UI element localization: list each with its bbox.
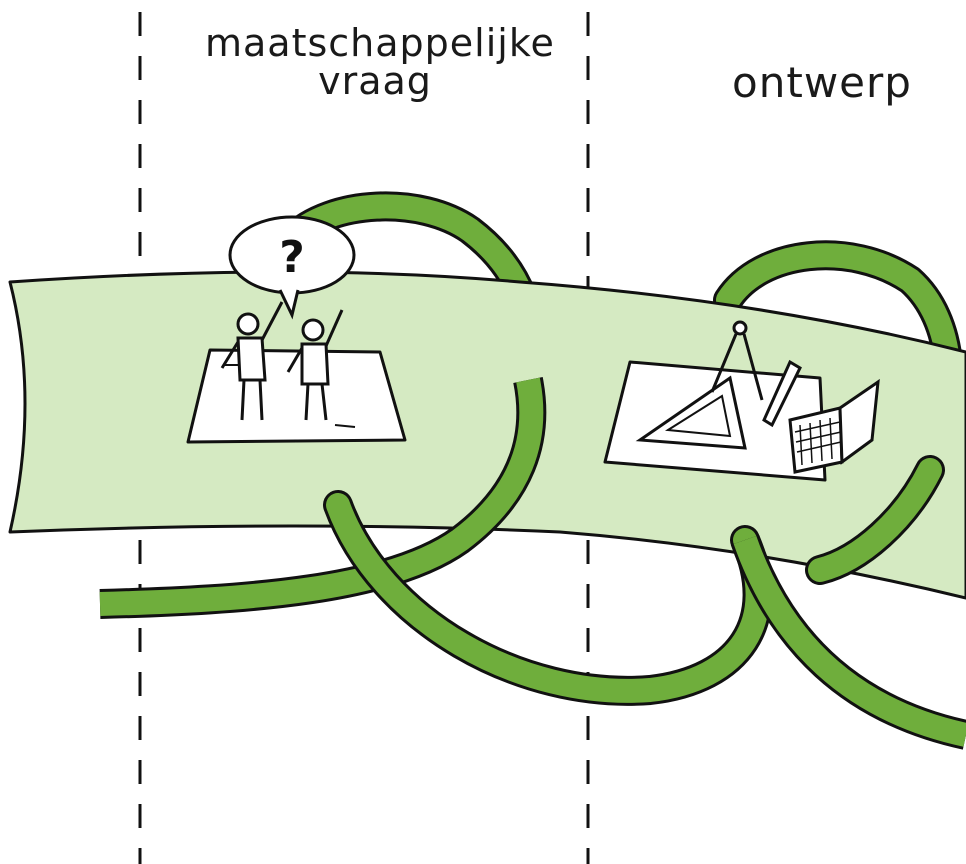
speech-bubble-text: ? [279,232,305,283]
people-on-map-icon: ? [186,215,407,444]
ribbon-front [99,377,966,750]
stage-label-line: maatschappelijke [205,21,555,65]
stage-label-ontwerp: ontwerp [712,62,932,104]
drawing-tools-laptop-icon [603,320,880,482]
stage-label-line: ontwerp [732,58,912,107]
stage-label-maatschappelijke-vraag: maatschappelijke vraag [205,21,555,103]
stage-label-line: vraag [318,59,432,103]
